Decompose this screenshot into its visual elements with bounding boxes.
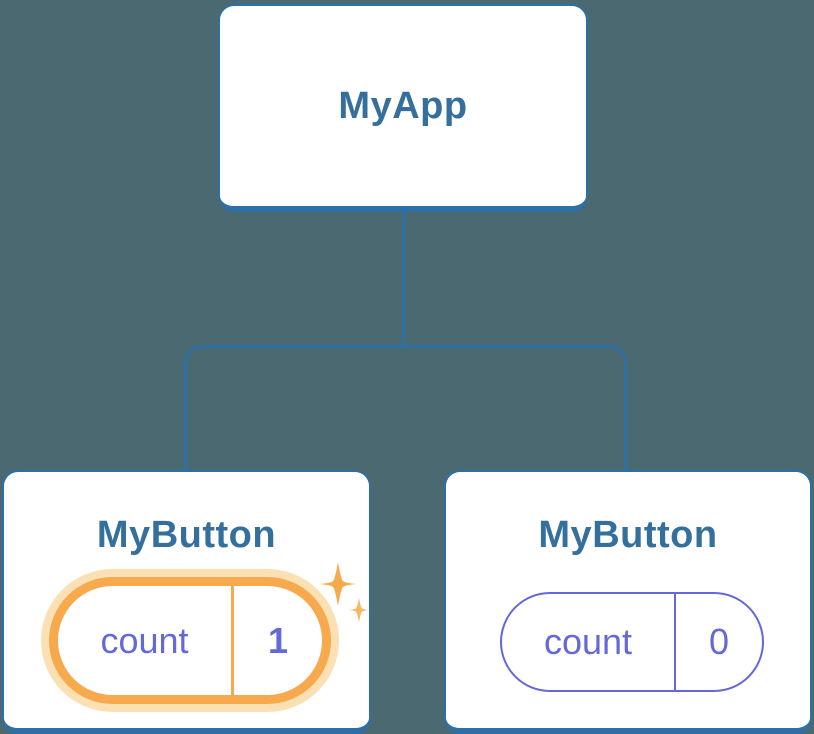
node-title-mybutton-1: MyButton (96, 514, 277, 556)
node-mybutton-updated: MyButton count 1 (2, 470, 371, 734)
state-value: 1 (267, 619, 289, 661)
node-myapp: MyApp (218, 4, 588, 212)
state-label: count (543, 621, 633, 662)
pill-divider (674, 594, 676, 690)
state-pill-count-updated: count 1 (49, 577, 331, 704)
connector-stem (402, 210, 405, 348)
state-label: count (100, 619, 189, 661)
node-mybutton-plain: MyButton count 0 (444, 470, 812, 734)
connector-bracket (184, 345, 627, 473)
pill-divider (231, 586, 234, 695)
state-pill-count-plain: count 0 (500, 592, 764, 692)
state-value: 0 (708, 621, 730, 662)
node-title-mybutton-2: MyButton (538, 514, 718, 556)
node-title-myapp: MyApp (338, 84, 468, 127)
